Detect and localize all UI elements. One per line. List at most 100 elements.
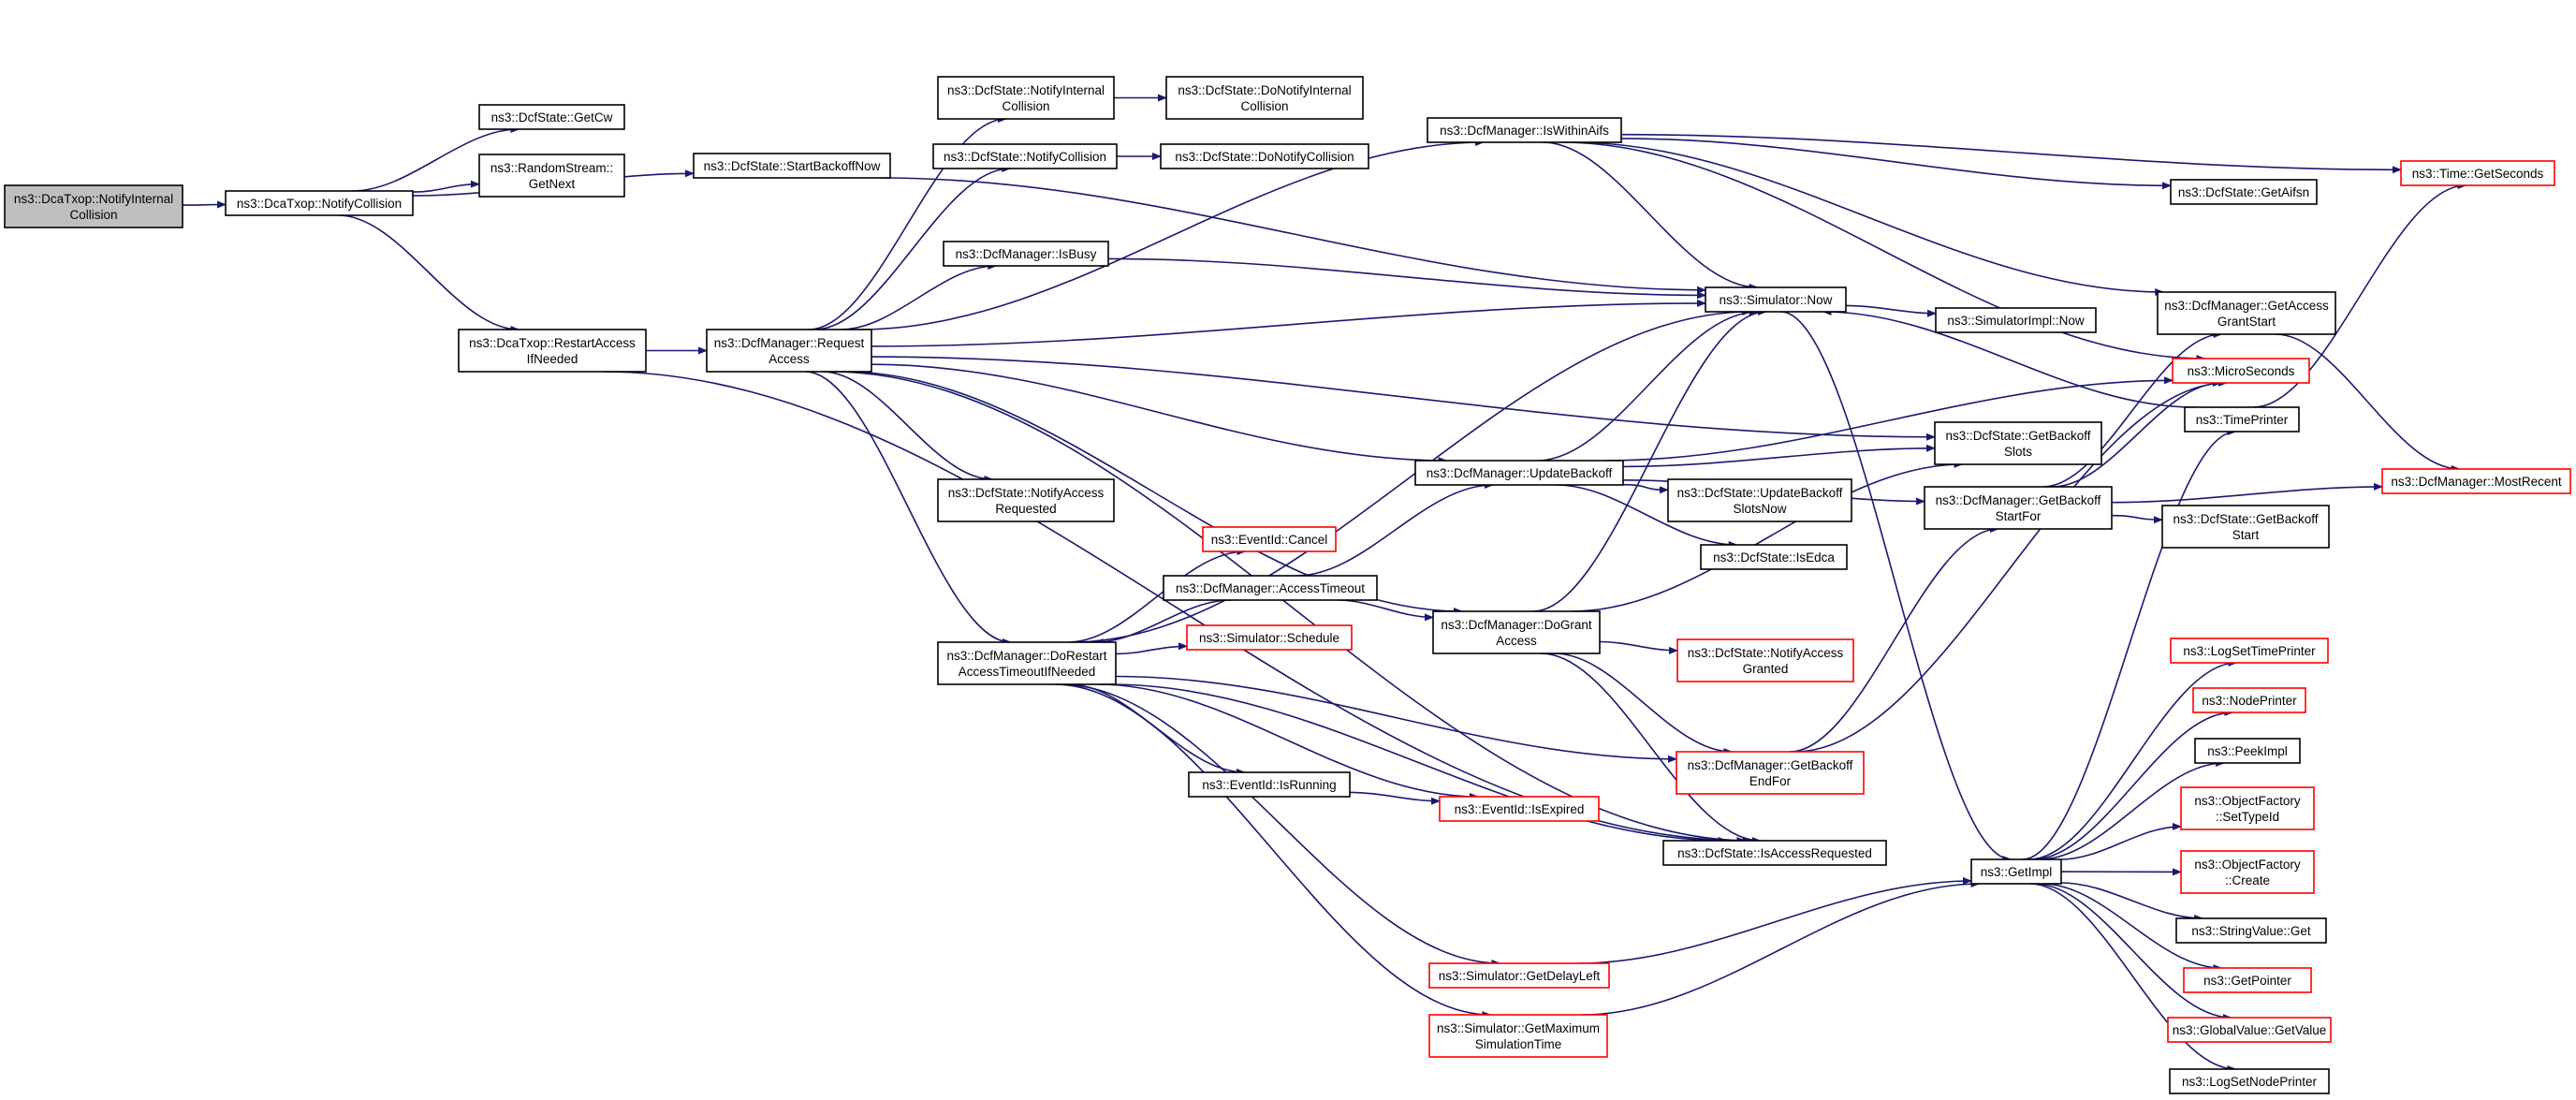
edge-dcfmanager-requestaccess-to-dcfstate-notifyaccessrequested — [822, 371, 994, 483]
node-box — [2170, 179, 2318, 205]
node-dcfmanager-accesstimeout[interactable]: ns3::DcfManager::AccessTimeout — [1163, 575, 1378, 601]
node-eventid-isexpired[interactable]: ns3::EventId::IsExpired — [1439, 796, 1600, 822]
node-box — [1160, 143, 1369, 169]
node-dcfstate-startbackoffnow[interactable]: ns3::DcfState::StartBackoffNow — [693, 153, 891, 179]
node-label: ns3::LogSetNodePrinter — [2182, 1075, 2318, 1089]
node-label: ns3::DcfState::GetBackoff — [1945, 429, 2090, 443]
node-logsetnodeprinter[interactable]: ns3::LogSetNodePrinter — [2169, 1068, 2330, 1094]
node-label: ns3::DcaTxop::NotifyCollision — [237, 197, 402, 211]
node-dcfstate-notifycollision[interactable]: ns3::DcfState::NotifyCollision — [932, 143, 1118, 169]
node-label: ns3::DcfState::NotifyCollision — [944, 150, 1106, 164]
node-eventid-isrunning[interactable]: ns3::EventId::IsRunning — [1188, 771, 1351, 798]
node-simulator-now[interactable]: ns3::Simulator::Now — [1705, 286, 1847, 313]
node-box — [2180, 850, 2315, 894]
node-box — [937, 478, 1115, 522]
node-box — [1163, 575, 1378, 601]
edge-dcatxop-notifycollision-to-dcfstate-getcw — [352, 125, 520, 192]
edge-dcfmanager-dorestartaccesstimeoutifneeded-to-simulator-now — [1070, 308, 1752, 643]
node-nodeprinter[interactable]: ns3::NodePrinter — [2192, 687, 2306, 713]
node-timeprinter[interactable]: ns3::TimePrinter — [2184, 406, 2300, 433]
edges-layer — [182, 94, 2467, 1073]
node-dcfmanager-mostrecent[interactable]: ns3::DcfManager::MostRecent — [2381, 468, 2571, 494]
node-globalvalue-getvalue[interactable]: ns3::GlobalValue::GetValue — [2167, 1017, 2332, 1043]
edge-dcfmanager-dorestartaccesstimeoutifneeded-to-dcfstate-isaccessrequested — [1109, 683, 1728, 844]
node-objectfactory-create[interactable]: ns3::ObjectFactory::Create — [2180, 850, 2315, 894]
node-label: GrantStart — [2217, 315, 2276, 329]
node-label: ns3::DcfManager::Request — [714, 336, 865, 350]
node-randomstream-getnext[interactable]: ns3::RandomStream::GetNext — [478, 154, 625, 198]
node-box — [2183, 967, 2312, 993]
node-label: Granted — [1743, 662, 1789, 676]
node-dcatxop-notifycollision[interactable]: ns3::DcaTxop::NotifyCollision — [225, 190, 414, 216]
node-dcfstate-getaifsn[interactable]: ns3::DcfState::GetAifsn — [2170, 179, 2318, 205]
edge-dcfmanager-requestaccess-to-dcfstate-notifyinternalcollision — [809, 115, 1007, 330]
node-peekimpl[interactable]: ns3::PeekImpl — [2194, 738, 2301, 764]
node-simulator-schedule[interactable]: ns3::Simulator::Schedule — [1186, 624, 1353, 651]
node-label: Collision — [69, 208, 117, 222]
node-box — [1676, 751, 1865, 795]
node-stringvalue-get[interactable]: ns3::StringValue::Get — [2175, 917, 2327, 944]
node-getimpl[interactable]: ns3::GetImpl — [1970, 858, 2062, 885]
edge-dcfmanager-updatebackoff-to-dcfstate-getbackoffslots — [1622, 444, 1936, 468]
node-simulator-getdelayleft[interactable]: ns3::Simulator::GetDelayLeft — [1428, 962, 1610, 989]
node-label: ns3::DcfState::GetBackoff — [2173, 512, 2318, 526]
node-dcfmanager-isbusy[interactable]: ns3::DcfManager::IsBusy — [943, 241, 1109, 267]
node-box — [2161, 505, 2330, 549]
node-label: ns3::GlobalValue::GetValue — [2173, 1023, 2327, 1037]
node-label: ns3::DcfManager::GetBackoff — [1936, 493, 2101, 507]
node-label: ns3::DcfState::IsEdca — [1713, 550, 1835, 565]
node-microseconds[interactable]: ns3::MicroSeconds — [2172, 358, 2310, 384]
node-label: ns3::TimePrinter — [2196, 413, 2289, 427]
edge-dcfstate-startbackoffnow-to-simulator-now — [881, 177, 1706, 294]
node-box — [1662, 840, 1887, 866]
node-label: SlotsNow — [1733, 502, 1786, 516]
edge-dcfmanager-dorestartaccesstimeoutifneeded-to-simulator-getdelayleft — [1060, 683, 1501, 967]
node-dcfstate-donotifycollision[interactable]: ns3::DcfState::DoNotifyCollision — [1160, 143, 1369, 169]
edge-dcfmanager-dorestartaccesstimeoutifneeded-to-eventid-cancel — [1067, 548, 1247, 643]
node-box — [706, 329, 872, 373]
node-objectfactory-settypeid[interactable]: ns3::ObjectFactory::SetTypeId — [2180, 786, 2315, 830]
node-time-getseconds[interactable]: ns3::Time::GetSeconds — [2400, 160, 2555, 186]
node-logsettimeprinter[interactable]: ns3::LogSetTimePrinter — [2170, 638, 2329, 664]
node-simulatorimpl-now[interactable]: ns3::SimulatorImpl::Now — [1935, 307, 2097, 333]
node-box — [937, 641, 1117, 685]
node-label: ns3::Simulator::Now — [1720, 293, 1833, 307]
edge-simulator-now-to-getimpl — [1780, 311, 2012, 863]
node-dcfstate-getcw[interactable]: ns3::DcfState::GetCw — [478, 104, 625, 130]
node-dcfmanager-iswithinaifs[interactable]: ns3::DcfManager::IsWithinAifs — [1427, 117, 1622, 143]
edge-dcfmanager-dograntaccess-to-dcfstate-isaccessrequested — [1541, 653, 1762, 844]
node-box — [1186, 624, 1353, 651]
node-dcfmanager-updatebackoff[interactable]: ns3::DcfManager::UpdateBackoff — [1414, 460, 1624, 486]
node-box — [1414, 460, 1624, 486]
edge-dcfmanager-requestaccess-to-dcfmanager-updatebackoff — [871, 363, 1448, 464]
node-label: StartFor — [1996, 509, 2042, 523]
node-dcfstate-isaccessrequested[interactable]: ns3::DcfState::IsAccessRequested — [1662, 840, 1887, 866]
node-dcfmanager-dorestartaccesstimeoutifneeded[interactable]: ns3::DcfManager::DoRestartAccessTimeoutI… — [937, 641, 1117, 685]
edge-dcfmanager-accesstimeout-to-dcfmanager-dorestartaccesstimeoutifneeded — [1093, 599, 1232, 646]
node-dcfstate-isedca[interactable]: ns3::DcfState::IsEdca — [1700, 544, 1848, 570]
node-label: ns3::DcfState::StartBackoffNow — [704, 159, 881, 173]
node-box — [1202, 526, 1337, 552]
node-getpointer[interactable]: ns3::GetPointer — [2183, 967, 2312, 993]
node-eventid-cancel[interactable]: ns3::EventId::Cancel — [1202, 526, 1337, 552]
node-box — [2400, 160, 2555, 186]
node-label: ns3::EventId::Cancel — [1211, 533, 1328, 547]
node-box — [937, 76, 1115, 120]
edge-getimpl-to-logsettimeprinter — [2028, 659, 2238, 860]
node-box — [2172, 358, 2310, 384]
node-label: ns3::LogSetTimePrinter — [2183, 644, 2316, 658]
